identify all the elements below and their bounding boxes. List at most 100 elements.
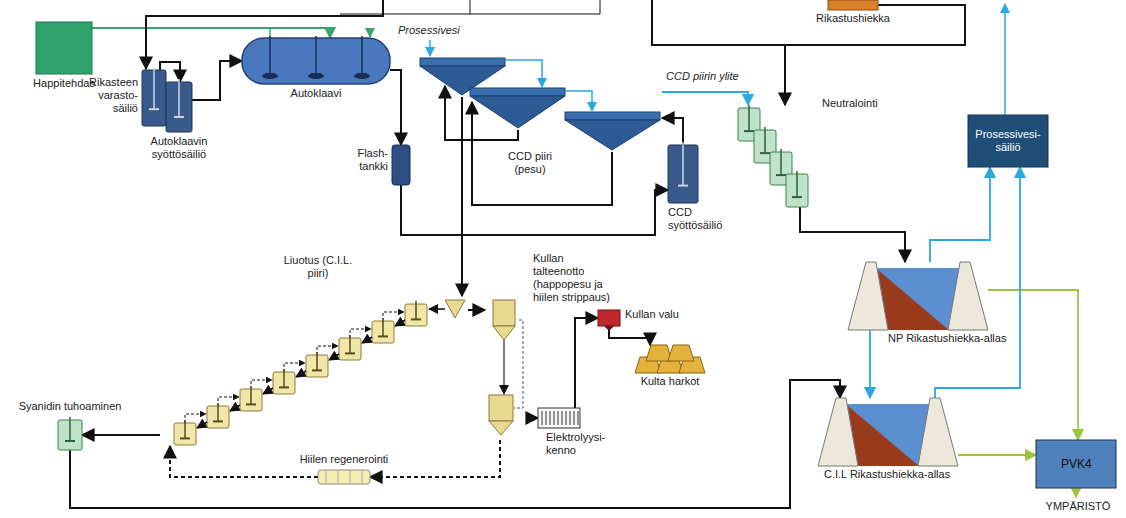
drawing-line [748,105,750,131]
drawing-ellipse [262,73,278,79]
node-label: Liuotus (C.I.L. piiri) [278,254,358,280]
drawing-path [565,91,592,111]
drawing-line [178,79,180,117]
drawing-rect [968,115,1048,167]
drawing-line [574,411,575,425]
drawing-line [312,369,322,371]
tailings-pond-shape [848,262,988,330]
electrolysis-cell: Elektrolyysi- kenno [538,408,580,428]
drawing-line [153,67,155,109]
drawing-line [279,386,289,388]
drawing-polygon [876,268,960,330]
tailings-box: Rikastushiekka [828,0,878,10]
drawing-ellipse [354,73,370,79]
kiln-shape [318,470,370,484]
flow-line [662,92,748,105]
drawing-rect [493,300,515,326]
drawing-path [218,397,239,406]
drawing-path [270,28,370,37]
drawing-line [149,108,159,110]
casting-furnace: Kullan valu [598,310,620,326]
flow-note: Prosessivesi [396,24,462,37]
flash-tank: Flash- tankki [392,145,410,185]
drawing-polygon [493,326,515,340]
drawing-line [349,335,351,353]
drawing-polygon [948,262,988,330]
leach-circuit: Liuotus (C.I.L. piiri) [160,296,468,446]
drawing-path [652,0,786,45]
drawing-line [382,318,384,336]
storage-tank: Rikasteen varasto- säiliö [142,70,166,126]
node-label: Kulta harkot [635,375,705,388]
drawing-ellipse [308,73,324,79]
flow-line [370,440,500,477]
gold-bars-shape [635,345,705,373]
drawing-line [269,36,271,74]
drawing-rect [489,395,513,421]
drawing-line [350,470,351,484]
elution-columns-shape [485,300,528,440]
thickener-circuit-shape [412,55,662,215]
drawing-rect [598,310,620,326]
feed-tank-shape [166,82,192,132]
drawing-path [395,320,405,326]
node-label: CCD piiri (pesu) [500,150,560,176]
drawing-polygon [848,406,919,466]
plant-box-shape [36,22,92,74]
flow-line [170,446,318,477]
drawing-line [562,411,563,425]
node-label: Kullan talteenotto (happopesu ja hiilen … [533,252,613,304]
flow-line [401,185,668,235]
flow-line [800,207,905,262]
drawing-line [345,352,355,354]
drawing-path [263,388,273,394]
drawing-polygon [489,421,513,435]
drawing-path [461,97,463,215]
drawing-polygon [846,404,930,466]
drawing-line [780,149,782,175]
drawing-line [792,196,802,198]
drawing-line [776,174,786,176]
drawing-line [378,335,388,337]
drawing-line [558,411,559,425]
drawing-line [682,142,684,186]
drawing-line [764,127,766,153]
autoclave: Autoklaavi [242,38,390,84]
drawing-path [362,337,372,343]
drawing-path [429,40,431,56]
drawing-line [361,36,363,74]
flow-line [461,215,463,296]
drawing-path [251,380,272,389]
tailings-box-shape [828,0,878,10]
flow-line [528,417,538,419]
elution-columns: Kullan talteenotto (happopesu ja hiilen … [485,300,528,440]
flow-line [390,70,401,145]
leach-circuit-shape [160,296,468,446]
flow-line [869,330,871,398]
drawing-line [213,420,223,422]
drawing-line [566,411,567,425]
electrolysis-cell-shape [538,408,580,428]
drawing-rect [538,408,580,428]
node-label: Syanidin tuhoaminen [2,400,138,413]
flash-tank-shape [392,145,410,185]
drawing-line [362,470,363,484]
drawing-rect [1036,440,1116,488]
feed-tank-shape [668,145,698,203]
drawing-line [570,411,571,425]
drawing-line [796,171,798,197]
flow-line [92,28,330,38]
flow-line [468,309,485,311]
node-label: Autoklaavi [242,87,390,100]
cyanide-tank-shape [58,420,82,450]
flow-note: YMPÄRISTÖ [1040,500,1116,513]
drawing-line [760,152,770,154]
node-label: Prosessivesi- säiliö [973,128,1043,154]
flow-line [958,454,1036,456]
drawing-rect [470,88,565,96]
drawing-polygon [918,398,958,466]
node-label: Rikastushiekka [813,12,893,25]
drawing-line [554,411,555,425]
drawing-line [69,417,71,441]
